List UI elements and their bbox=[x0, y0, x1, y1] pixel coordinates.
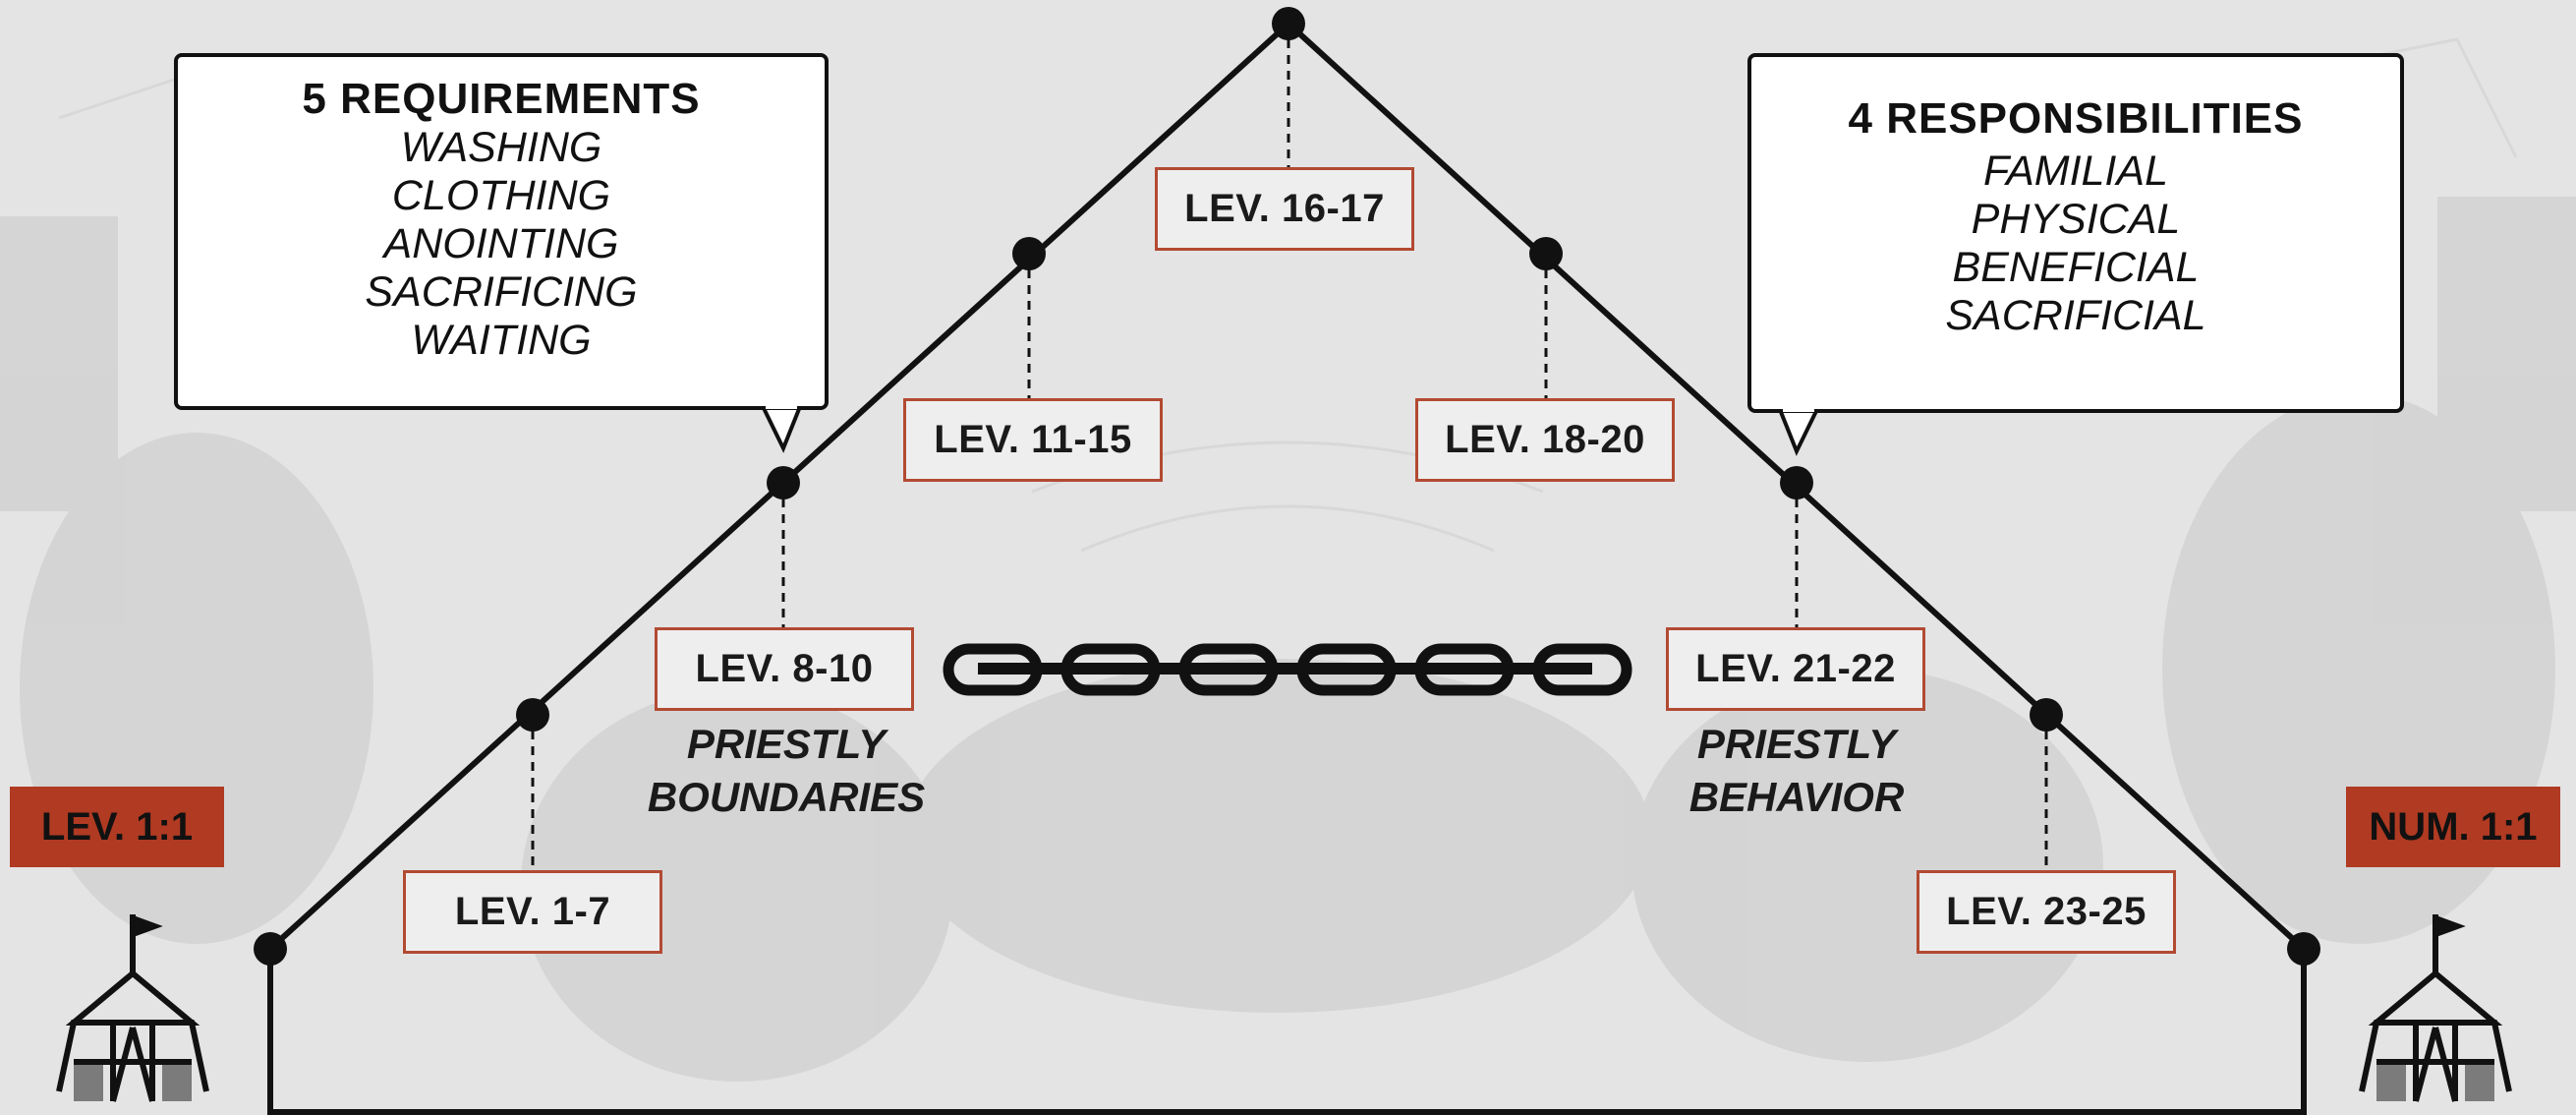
responsibilities-tail-joint bbox=[1783, 406, 1814, 412]
dot-lev-8-10 bbox=[767, 466, 800, 499]
pyramid-base bbox=[267, 949, 2307, 1115]
requirement-item: SACRIFICING bbox=[365, 268, 638, 316]
caption-line: PRIESTLY bbox=[1696, 721, 1897, 767]
ref-lev-1-7: LEV. 1-7 bbox=[403, 870, 662, 954]
caption-line: PRIESTLY bbox=[686, 721, 887, 767]
ref-lev-16-17: LEV. 16-17 bbox=[1155, 167, 1414, 251]
dot-lev-11-15 bbox=[1012, 237, 1046, 270]
responsibility-item: PHYSICAL bbox=[1971, 196, 2181, 243]
requirement-item: ANOINTING bbox=[383, 220, 619, 267]
ref-lev-18-20: LEV. 18-20 bbox=[1415, 398, 1675, 482]
dot-lev-21-22 bbox=[1780, 466, 1813, 499]
dot-lev-18-20 bbox=[1529, 237, 1563, 270]
responsibilities-bubble: 4 RESPONSIBILITIES FAMILIAL PHYSICAL BEN… bbox=[1747, 53, 2404, 413]
responsibilities-title: 4 RESPONSIBILITIES bbox=[1848, 94, 2304, 143]
requirements-tail-joint bbox=[766, 403, 797, 409]
dot-right-base bbox=[2287, 932, 2320, 966]
chain-icon bbox=[943, 643, 1632, 696]
ref-lev-8-10: LEV. 8-10 bbox=[655, 627, 914, 711]
responsibilities-bubble-tail bbox=[1777, 406, 1820, 456]
caption-priestly-behavior: PRIESTLY BEHAVIOR bbox=[1639, 718, 1954, 824]
requirements-bubble-tail bbox=[760, 403, 803, 453]
responsibility-item: BENEFICIAL bbox=[1952, 244, 2200, 291]
requirement-item: WAITING bbox=[411, 317, 592, 364]
ref-lev-23-25: LEV. 23-25 bbox=[1917, 870, 2176, 954]
dot-lev-23-25 bbox=[2030, 698, 2063, 732]
requirements-title: 5 REQUIREMENTS bbox=[302, 75, 701, 123]
tabernacle-tent-icon bbox=[56, 914, 209, 1102]
requirement-item: CLOTHING bbox=[391, 172, 611, 219]
responsibility-item: SACRIFICIAL bbox=[1945, 292, 2206, 339]
requirement-item: WASHING bbox=[400, 124, 602, 171]
dot-apex bbox=[1272, 7, 1305, 40]
ref-lev-21-22: LEV. 21-22 bbox=[1666, 627, 1925, 711]
responsibility-item: FAMILIAL bbox=[1983, 147, 2168, 195]
requirements-bubble: 5 REQUIREMENTS WASHING CLOTHING ANOINTIN… bbox=[174, 53, 829, 410]
dot-lev-1-7 bbox=[516, 698, 549, 732]
caption-line: BOUNDARIES bbox=[647, 774, 926, 820]
dot-left-base bbox=[254, 932, 287, 966]
ref-lev-11-15: LEV. 11-15 bbox=[903, 398, 1163, 482]
caption-line: BEHAVIOR bbox=[1689, 774, 1905, 820]
tag-lev-1-1: LEV. 1:1 bbox=[10, 787, 224, 867]
caption-priestly-boundaries: PRIESTLY BOUNDARIES bbox=[629, 718, 944, 824]
tag-num-1-1: NUM. 1:1 bbox=[2346, 787, 2560, 867]
tabernacle-tent-icon bbox=[2359, 914, 2512, 1102]
